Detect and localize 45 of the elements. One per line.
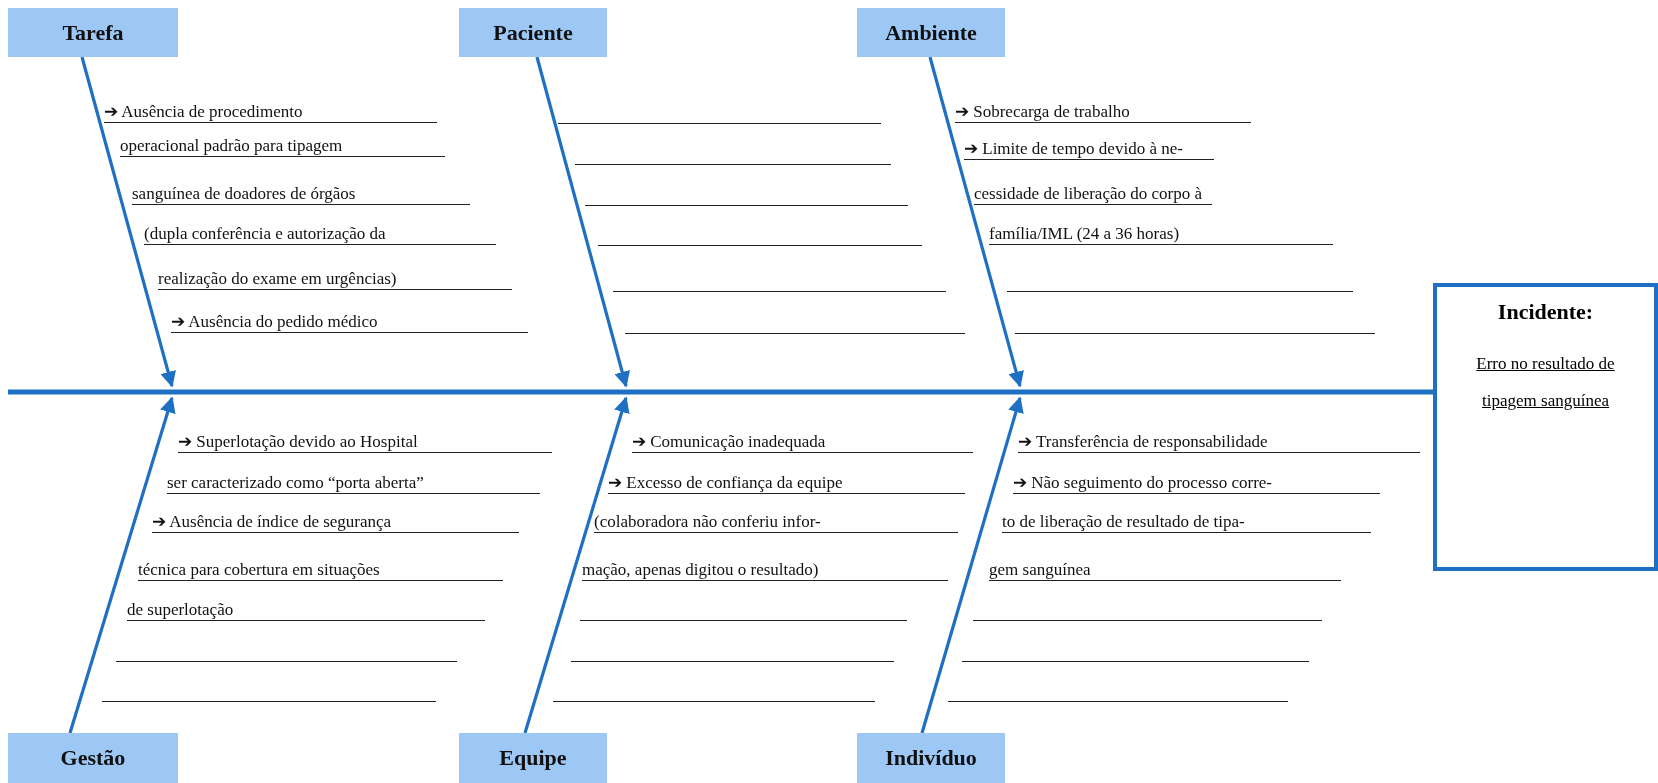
- cause-text: ➔ Não seguimento do processo corre-: [1013, 471, 1380, 494]
- category-label: Tarefa: [62, 19, 124, 46]
- incident-text: Erro no resultado de tipagem sanguínea: [1475, 353, 1616, 412]
- arrow: [535, 56, 630, 388]
- arrow: [80, 56, 176, 388]
- incident-box: [1433, 283, 1658, 571]
- category-box: [857, 8, 1005, 57]
- arrow: [928, 56, 1024, 388]
- cause-text: realização do exame em urgências): [158, 267, 512, 290]
- category-label: Gestão: [60, 745, 126, 771]
- cause-text: ➔ Ausência de procedimento: [104, 100, 437, 123]
- cause-text: ➔ Ausência do pedido médico: [171, 310, 528, 333]
- cause-text: ➔ Comunicação inadequada: [632, 430, 973, 453]
- cause-text: ➔ Sobrecarga de trabalho: [955, 100, 1251, 123]
- cause-text: ser caracterizado como “porta aberta”: [167, 471, 540, 494]
- cause-text: ➔ Limite de tempo devido à ne-: [964, 137, 1214, 160]
- box-title: Incidente:: [1496, 299, 1595, 325]
- category-label: Ambiente: [885, 19, 977, 46]
- arrow: [920, 396, 1024, 734]
- category-box: [459, 8, 607, 57]
- category-box: [8, 8, 178, 57]
- category-label: Paciente: [493, 19, 573, 46]
- cause-text: to de liberação de resultado de tipa-: [1002, 510, 1371, 533]
- cause-text: ➔ Ausência de índice de segurança: [152, 510, 519, 533]
- cause-text: (colaboradora não conferiu infor-: [594, 510, 958, 533]
- category-label: Equipe: [499, 745, 567, 771]
- cause-text: ➔ Transferência de responsabilidade: [1018, 430, 1420, 453]
- category-label: Indivíduo: [885, 745, 977, 771]
- cause-text: família/IML (24 a 36 horas): [989, 222, 1333, 245]
- category-box: [857, 733, 1005, 783]
- cause-text: técnica para cobertura em situações: [138, 558, 503, 581]
- cause-text: ➔ Superlotação devido ao Hospital: [178, 430, 552, 453]
- arrow: [523, 396, 630, 734]
- cause-text: gem sanguínea: [989, 558, 1341, 581]
- cause-text: de superlotação: [127, 598, 485, 621]
- cause-text: (dupla conferência e autorização da: [144, 222, 496, 245]
- spine-line: [8, 389, 1433, 395]
- category-box: [8, 733, 178, 783]
- cause-text: cessidade de liberação do corpo à: [974, 182, 1212, 205]
- cause-text: operacional padrão para tipagem: [120, 134, 445, 157]
- cause-text: mação, apenas digitou o resultado): [582, 558, 948, 581]
- category-box: [459, 733, 607, 783]
- cause-text: ➔ Excesso de confiança da equipe: [608, 471, 965, 494]
- arrow: [68, 396, 176, 734]
- cause-text: sanguínea de doadores de órgãos: [132, 182, 470, 205]
